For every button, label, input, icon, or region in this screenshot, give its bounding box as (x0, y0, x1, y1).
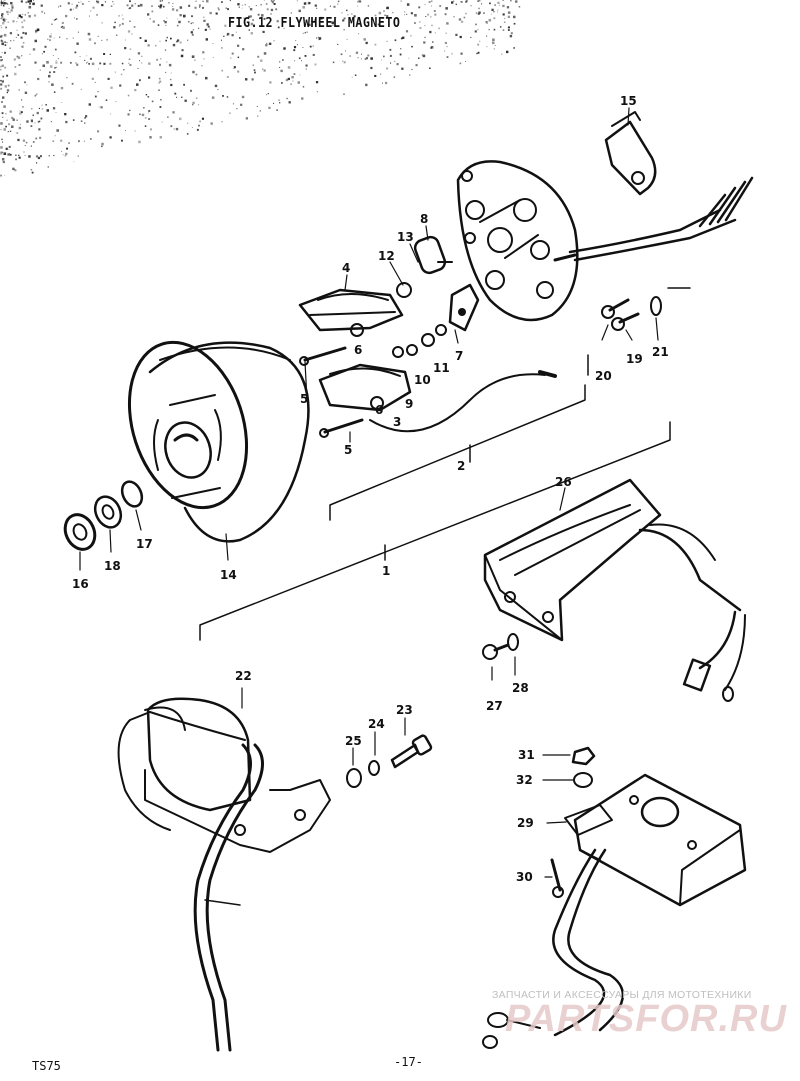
flywheel-rotor (127, 340, 310, 543)
condenser (413, 235, 453, 275)
washer-18 (93, 495, 123, 529)
callout-29: 29 (517, 816, 534, 830)
washer-28 (507, 633, 519, 651)
leader-lines (79, 107, 659, 878)
stator-screw (601, 298, 640, 331)
washer-10 (421, 333, 435, 347)
contact-point-set (448, 283, 480, 332)
lock-washer-24 (368, 760, 380, 776)
callout-7: 7 (455, 349, 464, 363)
callout-3: 3 (393, 415, 402, 429)
watermark-logo: PARTSFOR.RU (505, 998, 787, 1040)
callout-30: 30 (516, 870, 533, 884)
coil-screw-5a (299, 346, 347, 366)
callout-20: 20 (595, 369, 612, 383)
regulator-screw-30 (550, 858, 564, 898)
callout-11: 11 (433, 361, 450, 375)
callout-10: 10 (414, 373, 431, 387)
washer-25 (346, 768, 362, 788)
callout-6-lower: 6 (375, 403, 384, 417)
stator-wire-harness (568, 176, 754, 262)
callout-32: 32 (516, 773, 533, 787)
washer-9 (406, 344, 418, 356)
callout-27: 27 (486, 699, 503, 713)
group-bracket-2 (329, 384, 586, 521)
regulator-lead-wires (482, 848, 625, 1049)
ignition-coil (117, 697, 331, 1052)
callout-6-upper: 6 (354, 343, 363, 357)
callout-5-upper: 5 (300, 392, 309, 406)
callout-18: 18 (104, 559, 121, 573)
coil-bolt (390, 734, 433, 769)
callout-13: 13 (397, 230, 414, 244)
callout-16: 16 (72, 577, 89, 591)
lighting-coil (298, 288, 404, 332)
callout-15: 15 (620, 94, 637, 108)
watermark-tagline: ЗАПЧАСТИ И АКСЕССУАРЫ ДЛЯ МОТОТЕХНИКИ (492, 989, 752, 1001)
flywheel-nut (63, 513, 97, 551)
regulator-screw-27 (482, 643, 510, 660)
washer-6a (350, 323, 364, 337)
callout-17: 17 (136, 537, 153, 551)
callout-22: 22 (235, 669, 252, 683)
figure-title: FIG.12 FLYWHEEL MAGNETO (228, 16, 401, 31)
callout-25: 25 (345, 734, 362, 748)
ignition-coil-lower (318, 363, 412, 412)
washer-21 (650, 296, 662, 316)
washer-11 (435, 324, 447, 336)
callout-31: 31 (518, 748, 535, 762)
model-code: TS75 (32, 1059, 61, 1073)
callout-2: 2 (457, 459, 466, 473)
regulator-nut-31 (571, 746, 596, 766)
stator-lead-wire (369, 373, 546, 433)
screw-3 (392, 346, 404, 358)
callout-12: 12 (378, 249, 395, 263)
washer-32 (573, 772, 593, 788)
screw-12 (396, 282, 412, 298)
regulator-unit (483, 478, 746, 702)
coil-screw-5b (319, 418, 364, 438)
page-number: -17- (394, 1055, 423, 1069)
washer-6b (370, 396, 384, 410)
callout-8: 8 (420, 212, 429, 226)
callout-19: 19 (626, 352, 643, 366)
callout-5-lower: 5 (344, 443, 353, 457)
wire-clamp (604, 111, 657, 196)
callout-28: 28 (512, 681, 529, 695)
callout-23: 23 (396, 703, 413, 717)
callout-26: 26 (555, 475, 572, 489)
callout-14: 14 (220, 568, 237, 582)
callout-4: 4 (342, 261, 351, 275)
group-bracket-1 (199, 287, 691, 641)
callout-21: 21 (652, 345, 669, 359)
callout-9: 9 (405, 397, 414, 411)
callout-1: 1 (382, 564, 391, 578)
voltage-regulator (564, 773, 747, 907)
washer-17 (120, 480, 144, 508)
stator-base-plate (456, 160, 579, 322)
callout-24: 24 (368, 717, 385, 731)
